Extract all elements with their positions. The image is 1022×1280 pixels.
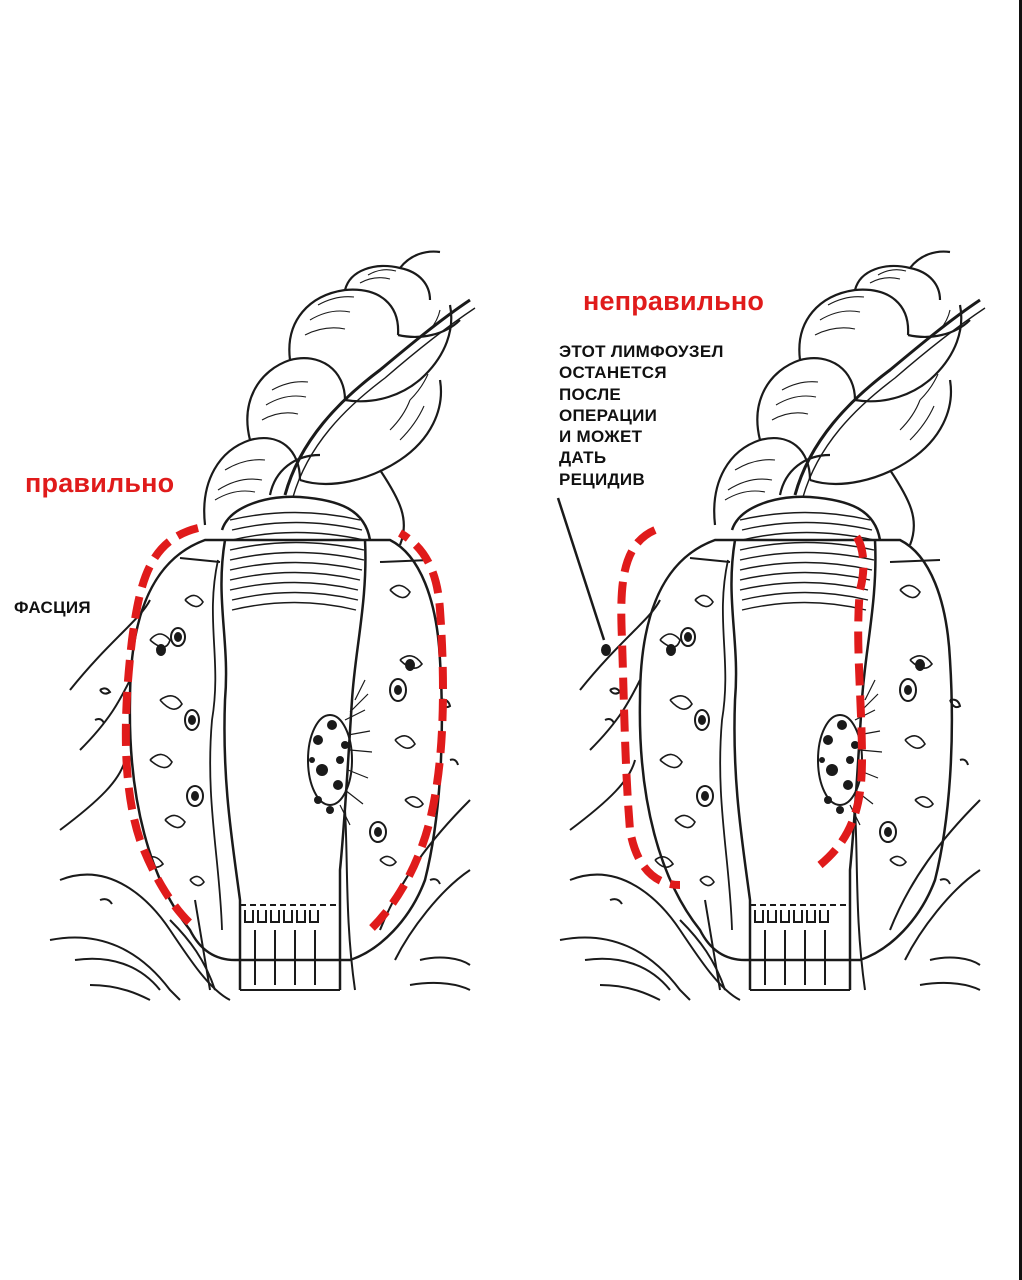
note-line: ОПЕРАЦИИ xyxy=(559,405,658,425)
note-line: РЕЦИДИВ xyxy=(559,469,646,489)
note-line: ДАТЬ xyxy=(559,448,607,468)
lymph-node-pointer xyxy=(556,497,606,641)
panel-incorrect xyxy=(556,250,987,1002)
rectum-illustration-left xyxy=(48,250,477,1002)
label-incorrect: неправильно xyxy=(583,286,765,316)
note-line: И МОЖЕТ xyxy=(559,427,643,447)
label-fascia: ФАСЦИЯ xyxy=(14,598,91,617)
note-line: ОСТАНЕТСЯ xyxy=(559,363,667,383)
panel-correct xyxy=(48,250,477,1002)
residual-lymph-node xyxy=(601,644,611,656)
note-line: ПОСЛЕ xyxy=(559,384,622,404)
label-correct: правильно xyxy=(25,468,175,498)
right-border xyxy=(1019,0,1022,1280)
lymph-node-note: ЭТОТ ЛИМФОУЗЕЛ ОСТАНЕТСЯ ПОСЛЕ ОПЕРАЦИИ … xyxy=(559,341,759,490)
resection-line-correct xyxy=(121,524,447,931)
resection-line-incorrect xyxy=(617,526,868,889)
note-line: ЭТОТ ЛИМФОУЗЕЛ xyxy=(559,342,724,361)
